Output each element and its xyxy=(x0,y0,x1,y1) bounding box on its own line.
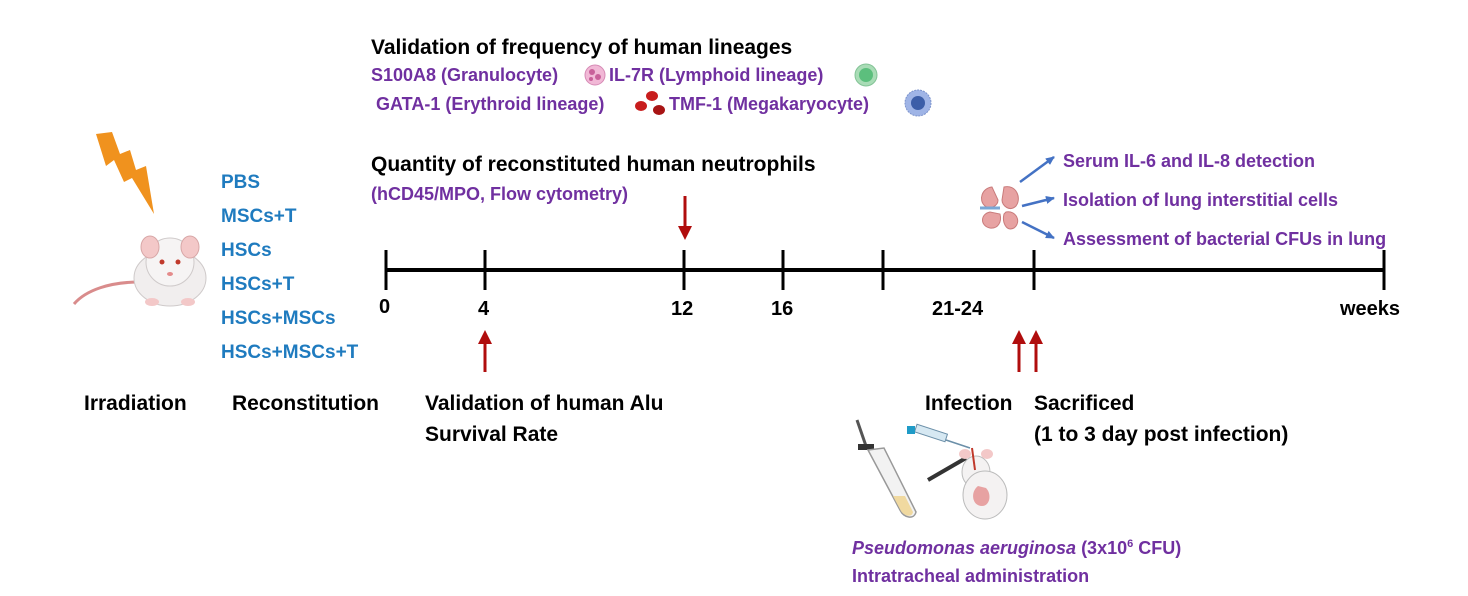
red-arrow-up-4 xyxy=(478,330,492,372)
dose-exponent: 6 xyxy=(1127,538,1134,550)
lineage-granulocyte: S100A8 (Granulocyte) xyxy=(371,65,559,85)
outcome-lung-cells: Isolation of lung interstitial cells xyxy=(1063,190,1339,210)
red-arrow-down-12 xyxy=(678,196,692,240)
granulocyte-icon xyxy=(584,64,606,86)
dose-suffix: CFU) xyxy=(1133,538,1182,558)
outcome-cfu: Assessment of bacterial CFUs in lung xyxy=(1063,229,1387,249)
tick-label: 12 xyxy=(671,298,694,320)
neutrophils-title: Quantity of reconstituted human neutroph… xyxy=(371,153,816,176)
intubated-mouse-icon xyxy=(926,447,1008,520)
stage-alu: Validation of human Alu xyxy=(425,392,664,415)
erythrocyte-icon xyxy=(635,91,665,115)
stage-reconstitution: Reconstitution xyxy=(232,392,379,415)
group-label: MSCs+T xyxy=(221,206,297,227)
neutrophils-method: (hCD45/MPO, Flow cytometry) xyxy=(371,184,629,204)
tick-label: 4 xyxy=(478,298,490,320)
lineages-title: Validation of frequency of human lineage… xyxy=(371,36,793,59)
group-label: HSCs+MSCs xyxy=(221,308,336,329)
red-arrow-up-sacrifice xyxy=(1029,330,1043,372)
pathogen-dose: Pseudomonas aeruginosa (3x106 CFU) xyxy=(852,538,1181,559)
lineage-megakaryocyte: TMF-1 (Megakaryocyte) xyxy=(669,94,870,114)
syringe-icon xyxy=(907,423,971,449)
tick-label: 21-24 xyxy=(932,298,984,320)
lung-icon xyxy=(980,186,1019,230)
tick-label: 0 xyxy=(379,296,391,318)
red-arrow-up-infection xyxy=(1012,330,1026,372)
stage-sacrificed-detail: (1 to 3 day post infection) xyxy=(1034,423,1289,446)
inoculation-tube-icon xyxy=(855,419,917,518)
timeline-axis xyxy=(384,250,1386,290)
timeline-unit: weeks xyxy=(1340,298,1401,320)
tick-label: 16 xyxy=(771,298,794,320)
outcome-serum: Serum IL-6 and IL-8 detection xyxy=(1063,151,1316,171)
megakaryocyte-icon xyxy=(904,89,932,117)
pathogen-name: Pseudomonas aeruginosa xyxy=(852,538,1077,558)
lightning-icon xyxy=(96,132,154,214)
dose-prefix: (3x10 xyxy=(1076,538,1128,558)
stage-infection: Infection xyxy=(925,392,1013,415)
stage-irradiation: Irradiation xyxy=(84,392,187,415)
pathogen-route: Intratracheal administration xyxy=(852,566,1090,586)
lymphoid-cell-icon xyxy=(854,63,878,87)
group-label: HSCs+MSCs+T xyxy=(221,342,359,363)
lineage-lymphoid: IL-7R (Lymphoid lineage) xyxy=(609,65,824,85)
group-label: PBS xyxy=(221,172,261,193)
group-label: HSCs xyxy=(221,240,272,261)
group-label: HSCs+T xyxy=(221,274,295,295)
mouse-icon xyxy=(72,235,207,307)
stage-sacrificed: Sacrificed xyxy=(1034,392,1135,415)
stage-survival: Survival Rate xyxy=(425,423,559,446)
blue-arrows xyxy=(1019,155,1055,240)
lineage-erythroid: GATA-1 (Erythroid lineage) xyxy=(376,94,605,114)
